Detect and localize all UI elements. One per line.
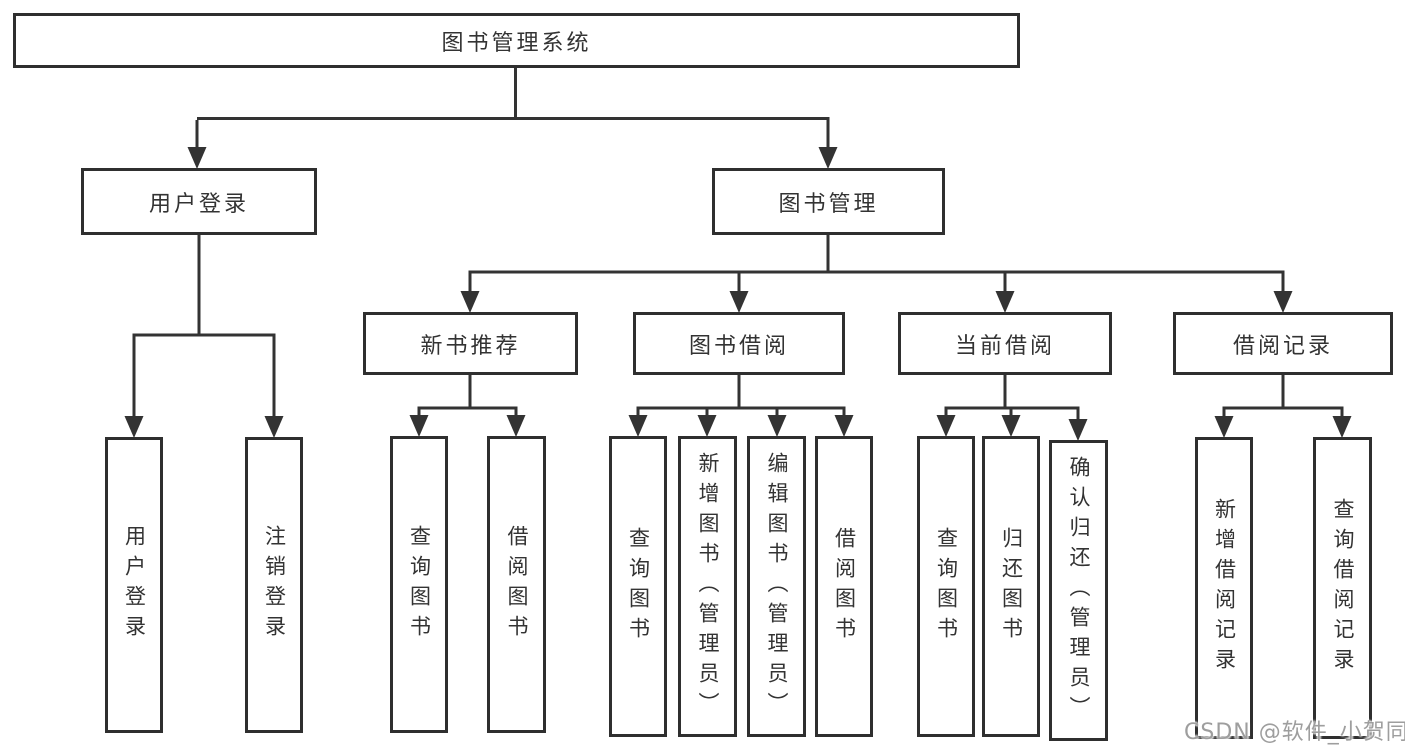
leaf-borrow-books: 借阅图书 <box>815 436 873 737</box>
node-user-login-branch: 用户登录 <box>81 168 317 235</box>
leaf-add-book-admin: 新增图书（管理员） <box>678 436 737 737</box>
node-library-management-system: 图书管理系统 <box>13 13 1020 68</box>
node-book-management: 图书管理 <box>712 168 945 235</box>
node-current-borrowing: 当前借阅 <box>898 312 1112 375</box>
leaf-query-books-current: 查询图书 <box>917 436 975 737</box>
leaf-logout: 注销登录 <box>245 437 303 733</box>
leaf-query-borrow-record: 查询借阅记录 <box>1313 437 1372 739</box>
leaf-query-books-borrow: 查询图书 <box>609 436 667 737</box>
leaf-confirm-return-admin: 确认归还（管理员） <box>1049 440 1108 741</box>
leaf-borrow-books-recommend: 借阅图书 <box>487 436 546 733</box>
watermark-text: CSDN @软件_小贺同学 <box>1184 720 1405 745</box>
node-borrowing-records: 借阅记录 <box>1173 312 1393 375</box>
leaf-add-borrow-record: 新增借阅记录 <box>1195 437 1253 739</box>
leaf-query-books-recommend: 查询图书 <box>390 436 448 733</box>
arrowheads <box>124 147 1352 441</box>
leaf-return-books: 归还图书 <box>982 436 1040 737</box>
leaf-user-login: 用户登录 <box>105 437 163 733</box>
node-book-borrowing: 图书借阅 <box>633 312 845 375</box>
node-new-book-recommendation: 新书推荐 <box>363 312 578 375</box>
leaf-edit-book-admin: 编辑图书（管理员） <box>747 436 806 737</box>
